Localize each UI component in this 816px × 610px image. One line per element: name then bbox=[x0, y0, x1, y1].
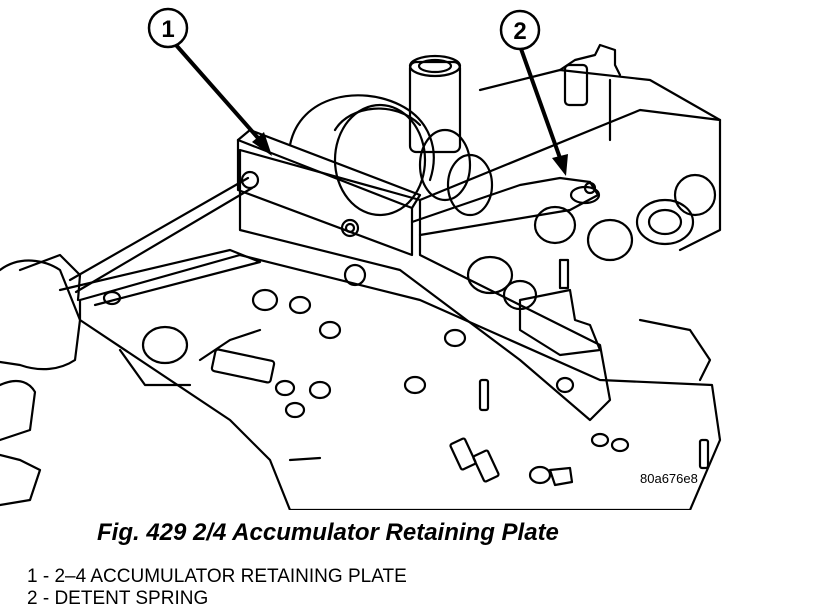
vertical-tube bbox=[408, 60, 462, 154]
legend-item-2: 2 - DETENT SPRING bbox=[27, 588, 209, 609]
hand bbox=[0, 259, 82, 371]
retaining-plate bbox=[236, 138, 414, 257]
accumulator-bore bbox=[288, 94, 435, 182]
figure-caption: Fig. 429 2/4 Accumulator Retaining Plate bbox=[97, 519, 559, 546]
detent-spring bbox=[410, 176, 600, 237]
separator-plate bbox=[78, 253, 722, 510]
plate-step bbox=[58, 248, 262, 307]
tool-shaft bbox=[68, 176, 250, 282]
callout-1-number: 1 bbox=[161, 16, 174, 43]
image-id-label: 80a676e8 bbox=[640, 471, 698, 486]
callout-2-number: 2 bbox=[513, 18, 526, 45]
valve-body-illustration: 1 2 bbox=[0, 7, 722, 510]
callout-legend: 1 - 2–4 ACCUMULATOR RETAINING PLATE 2 - … bbox=[27, 566, 407, 610]
legend-item-1: 1 - 2–4 ACCUMULATOR RETAINING PLATE bbox=[27, 566, 407, 587]
valve-body-block bbox=[238, 148, 612, 422]
